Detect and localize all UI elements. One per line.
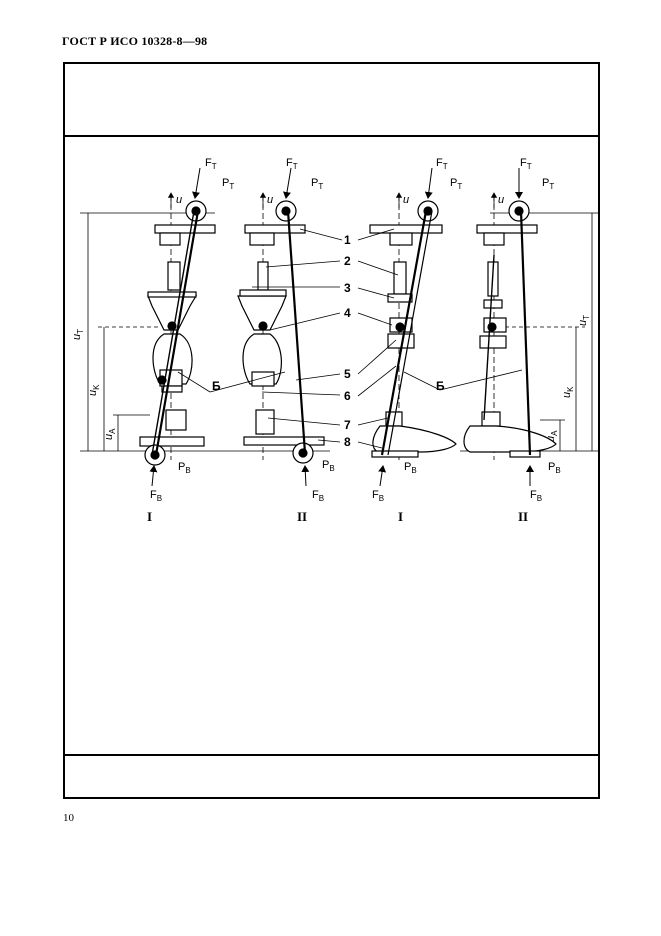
- label-pt-4: PT: [542, 177, 554, 191]
- callout-3: 3: [344, 281, 351, 295]
- label-fb-4: FB: [530, 489, 542, 503]
- dim-uk-right: uK: [561, 386, 575, 398]
- callout-1: 1: [344, 233, 351, 247]
- panel-label-3: I: [398, 509, 403, 524]
- frame-bottom-row: [65, 754, 598, 797]
- label-u-3: u: [403, 194, 409, 206]
- label-pt-2: PT: [311, 177, 323, 191]
- dim-ut-left: uT: [71, 329, 85, 340]
- panel-1-knee-config-i: [139, 167, 216, 487]
- dimension-labels: uT uK uA uT uK uA: [71, 315, 591, 442]
- dim-uk-left: uK: [87, 384, 101, 396]
- label-ft-4: FT: [520, 157, 532, 171]
- callout-numbers: 1 2 3 4 5 6 7 8 Б Б: [212, 233, 445, 449]
- callout-6: 6: [344, 389, 351, 403]
- panel-label-1: I: [147, 509, 152, 524]
- label-u-2: u: [267, 194, 273, 206]
- label-pt-1: PT: [222, 177, 234, 191]
- callout-4: 4: [344, 306, 351, 320]
- label-pb-3: PB: [404, 461, 417, 475]
- callout-b-right: Б: [436, 379, 445, 393]
- page-number: 10: [63, 812, 74, 824]
- frame-top-row: [65, 64, 598, 137]
- callout-7: 7: [344, 418, 351, 432]
- panel-labels: I II I II: [147, 509, 528, 524]
- figure-frame: [63, 62, 600, 799]
- dim-ua-right: uA: [545, 430, 559, 442]
- callout-2: 2: [344, 254, 351, 268]
- panel-2-knee-config-ii: [237, 167, 325, 487]
- panel-label-4: II: [518, 509, 528, 524]
- label-u-4: u: [498, 194, 504, 206]
- panel-3-ankle-foot-config-i: [369, 167, 457, 487]
- dim-ut-right: uT: [577, 315, 591, 326]
- label-fb-1: FB: [150, 489, 162, 503]
- dim-ua-left: uA: [103, 428, 117, 440]
- callout-5: 5: [344, 367, 351, 381]
- label-fb-2: FB: [312, 489, 324, 503]
- label-ft-3: FT: [436, 157, 448, 171]
- force-labels: FT PT PB FB u FT PT PB FB u FT PT PB FB …: [150, 157, 561, 503]
- label-pb-2: PB: [322, 459, 335, 473]
- callout-8: 8: [344, 435, 351, 449]
- label-ft-1: FT: [205, 157, 217, 171]
- label-u-1: u: [176, 194, 182, 206]
- label-pt-3: PT: [450, 177, 462, 191]
- label-pb-4: PB: [548, 461, 561, 475]
- label-ft-2: FT: [286, 157, 298, 171]
- label-fb-3: FB: [372, 489, 384, 503]
- panel-4-ankle-foot-config-ii: [463, 168, 557, 486]
- callout-b-left: Б: [212, 379, 221, 393]
- label-pb-1: PB: [178, 461, 191, 475]
- callout-leaders: [177, 228, 523, 449]
- panel-label-2: II: [297, 509, 307, 524]
- document-header: ГОСТ Р ИСО 10328-8—98: [62, 34, 208, 48]
